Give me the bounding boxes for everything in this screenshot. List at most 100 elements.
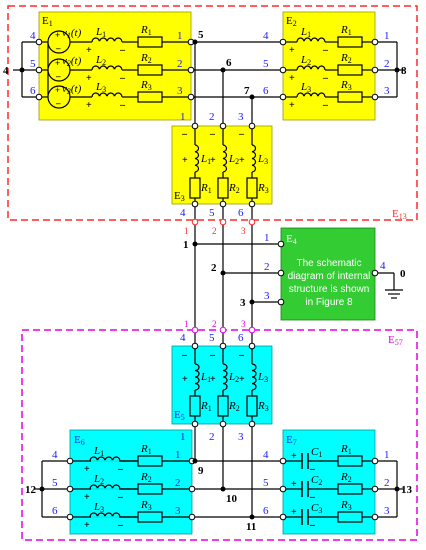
svg-text:3: 3 xyxy=(241,226,246,236)
junction-dots xyxy=(19,39,400,520)
block-e1-label: E1 xyxy=(42,15,53,28)
svg-text:L2: L2 xyxy=(93,473,104,486)
group-e13-border xyxy=(7,5,418,221)
svg-text:–: – xyxy=(119,45,126,56)
svg-text:–: – xyxy=(309,492,316,503)
svg-text:6: 6 xyxy=(263,85,269,97)
e13-port-numbers: 1 2 3 xyxy=(184,226,246,236)
svg-text:3: 3 xyxy=(177,85,183,97)
svg-text:+: + xyxy=(86,73,92,84)
element-labels: L1 L2 L3 R1 R2 R3 L1 L2 L3 R1 R2 R3 L1 L… xyxy=(93,24,352,515)
e4-description: The schematic diagram of internal struct… xyxy=(288,258,371,308)
svg-text:2: 2 xyxy=(384,477,390,489)
svg-text:1: 1 xyxy=(183,239,189,251)
svg-text:5: 5 xyxy=(30,58,36,70)
svg-text:The schematic: The schematic xyxy=(296,258,361,269)
svg-text:2: 2 xyxy=(177,58,183,70)
svg-text:8: 8 xyxy=(401,65,407,77)
svg-text:C3: C3 xyxy=(311,502,322,515)
svg-text:2: 2 xyxy=(264,261,270,273)
svg-text:L1: L1 xyxy=(93,445,104,458)
svg-text:–: – xyxy=(309,464,316,475)
svg-text:2: 2 xyxy=(175,477,181,489)
svg-text:–: – xyxy=(55,43,61,53)
svg-text:0: 0 xyxy=(400,268,406,280)
svg-text:R2: R2 xyxy=(340,52,352,65)
port-markers-e57 xyxy=(191,326,256,334)
svg-text:3: 3 xyxy=(264,290,270,302)
svg-text:+: + xyxy=(291,451,297,462)
svg-text:–: – xyxy=(309,520,316,531)
e57-port-numbers: 1 2 3 xyxy=(184,319,246,329)
svg-text:+: + xyxy=(55,58,60,68)
block-e5-label: E5 xyxy=(174,409,185,422)
svg-text:R3: R3 xyxy=(340,79,352,92)
svg-text:1: 1 xyxy=(384,449,390,461)
svg-text:R2: R2 xyxy=(228,400,240,413)
svg-text:+: + xyxy=(84,492,90,503)
svg-text:12: 12 xyxy=(25,484,37,496)
svg-text:3: 3 xyxy=(175,505,181,517)
svg-text:R1: R1 xyxy=(340,24,352,37)
svg-text:–: – xyxy=(238,350,245,361)
terminal-numbers: 4 5 6 1 2 3 4 5 6 1 2 3 1 2 3 4 5 6 1 2 … xyxy=(30,30,390,517)
svg-text:+: + xyxy=(55,30,60,40)
svg-text:–: – xyxy=(322,45,329,56)
block-e4-label: E4 xyxy=(286,233,297,246)
svg-text:6: 6 xyxy=(263,505,269,517)
svg-text:4: 4 xyxy=(380,260,386,272)
svg-text:–: – xyxy=(181,129,188,140)
svg-text:1: 1 xyxy=(184,226,189,236)
source-label-3: v3(t) xyxy=(62,83,82,96)
svg-text:2: 2 xyxy=(211,262,217,274)
svg-text:11: 11 xyxy=(246,521,256,533)
svg-text:3: 3 xyxy=(384,85,390,97)
svg-text:–: – xyxy=(238,129,245,140)
svg-text:+: + xyxy=(289,73,295,84)
resistor-icon xyxy=(137,395,363,523)
svg-text:L3: L3 xyxy=(257,153,268,166)
svg-text:5: 5 xyxy=(209,332,215,344)
svg-text:6: 6 xyxy=(226,57,232,69)
svg-text:+: + xyxy=(289,100,295,111)
svg-text:R1: R1 xyxy=(140,24,152,37)
svg-text:2: 2 xyxy=(209,111,215,123)
svg-text:L3: L3 xyxy=(257,371,268,384)
svg-text:4: 4 xyxy=(263,449,269,461)
svg-text:–: – xyxy=(209,129,216,140)
svg-text:5: 5 xyxy=(263,58,269,70)
svg-text:L1: L1 xyxy=(200,371,211,384)
block-e6 xyxy=(69,429,193,535)
svg-text:4: 4 xyxy=(52,449,58,461)
svg-text:+: + xyxy=(289,45,295,56)
svg-text:–: – xyxy=(209,350,216,361)
svg-text:L3: L3 xyxy=(300,81,311,94)
svg-text:L1: L1 xyxy=(95,26,106,39)
inductor-icon xyxy=(194,144,257,391)
svg-text:+: + xyxy=(182,155,188,166)
svg-text:6: 6 xyxy=(30,85,36,97)
svg-text:1: 1 xyxy=(175,449,181,461)
block-e2-label: E2 xyxy=(286,15,297,28)
svg-text:L3: L3 xyxy=(93,501,104,514)
svg-text:–: – xyxy=(117,492,124,503)
svg-text:+: + xyxy=(210,374,216,385)
svg-text:2: 2 xyxy=(384,58,390,70)
svg-text:13: 13 xyxy=(401,484,413,496)
svg-text:4: 4 xyxy=(30,30,36,42)
svg-text:5: 5 xyxy=(52,477,58,489)
svg-text:4: 4 xyxy=(263,30,269,42)
svg-text:+: + xyxy=(86,100,92,111)
svg-text:R1: R1 xyxy=(340,443,352,456)
svg-text:+: + xyxy=(291,479,297,490)
svg-text:–: – xyxy=(119,73,126,84)
svg-text:1: 1 xyxy=(264,232,270,244)
svg-text:3: 3 xyxy=(241,319,246,329)
svg-text:+: + xyxy=(84,464,90,475)
svg-text:9: 9 xyxy=(198,465,204,477)
svg-text:R3: R3 xyxy=(140,79,152,92)
block-e4 xyxy=(280,227,376,321)
group-e57-border xyxy=(21,329,418,541)
svg-text:–: – xyxy=(322,100,329,111)
resistor-icon xyxy=(137,36,363,199)
